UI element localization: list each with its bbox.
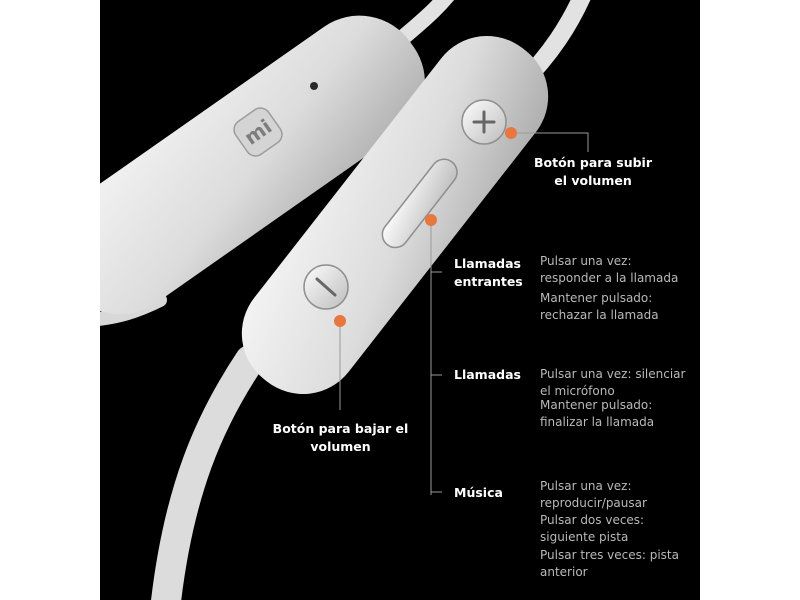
back-remote-body [100, 15, 425, 315]
upper-cable [392, 0, 455, 48]
action-text: Mantener pulsado: rechazar la llamada [540, 291, 659, 322]
minus-icon [315, 277, 337, 297]
volume-down-button[interactable] [303, 264, 349, 310]
earphone-remote-illustration: mi [100, 0, 591, 600]
volume-up-label: Botón para subir el volumen [534, 155, 652, 188]
action-text: Pulsar una vez: silenciar el micrófono [540, 367, 686, 398]
plus-icon [472, 110, 496, 134]
product-image: mi [100, 0, 700, 600]
function-title-music: Música [454, 485, 503, 500]
callout-dots [334, 127, 517, 327]
function-title-calls: Llamadas [454, 367, 521, 382]
callout-lines [339, 132, 589, 495]
mi-logo-icon: mi [233, 107, 283, 157]
action-text: Pulsar una vez: responder a la llamada [540, 254, 679, 285]
action-text: Mantener pulsado: finalizar la llamada [540, 398, 655, 429]
led-indicator [310, 82, 318, 90]
action-text: Pulsar una vez: reproducir/pausar [540, 479, 647, 510]
lower-cable [151, 345, 265, 600]
action-text: Pulsar dos veces: siguiente pista [540, 513, 645, 544]
action-text: Pulsar tres veces: pista anterior [540, 548, 679, 579]
volume-down-label: Botón para bajar el volumen [272, 421, 409, 454]
multifunction-button[interactable] [377, 154, 462, 253]
function-title-incoming-calls: Llamadas entrantes [454, 256, 523, 289]
volume-up-button[interactable] [461, 99, 507, 145]
